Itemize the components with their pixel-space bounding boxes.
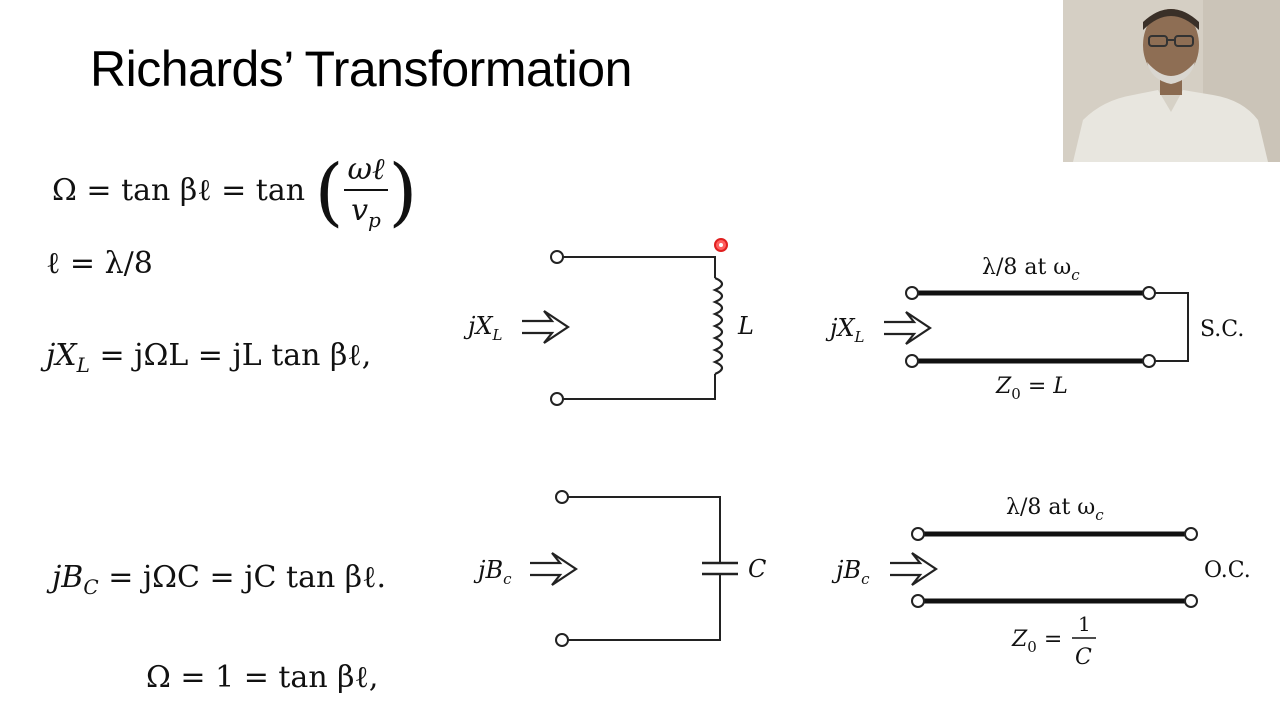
terminal-node [550,250,564,264]
inductor-eq-rhs: = jΩL = jL tan βℓ, [89,338,372,373]
impedance-denominator: C [1075,645,1092,670]
capacitor-eq-sub: C [83,575,99,599]
stub1-input-label: jXL [825,314,865,346]
input-arrow [528,551,578,587]
stub2-length-label: λ/8 at ωc [1006,495,1104,524]
capacitor-equation: jBC = jΩC = jC tan βℓ. [52,560,386,599]
terminal-node [1142,286,1156,300]
short-circuit-label: S.C. [1200,317,1244,342]
terminal-node [555,633,569,647]
capacitor-eq-lhs: jB [52,560,84,595]
slide-title: Richards’ Transformation [90,41,632,97]
capacitor-label: C [748,555,766,583]
omega-fraction: ωℓ vp [343,152,389,232]
short-circuit-wire [1155,292,1189,362]
short-circuit-stub: λ/8 at ωc jXL S.C. Z0 = L [825,255,1244,403]
omega-numerator: ωℓ [347,152,385,187]
stub2-input-label: jBc [831,556,870,588]
open-circuit-label: O.C. [1204,558,1251,583]
terminal-node [1184,527,1198,541]
inductor-eq-lhs: jX [46,338,77,373]
presenter-webcam [1063,0,1280,162]
inductor-label: L [737,312,754,340]
unity-equation: Ω = 1 = tan βℓ, [146,660,379,695]
terminal-node [905,286,919,300]
inductor-circuit: jXL L [463,250,754,406]
omega-denominator: vp [351,193,381,232]
left-paren: ( [314,149,344,235]
input-arrow [520,309,570,345]
terminal-node [911,594,925,608]
terminal-node [550,392,564,406]
presenter-image [1063,0,1280,162]
terminal-node [555,490,569,504]
stub1-impedance-label: Z0 = L [995,374,1068,403]
stub1-length-label: λ/8 at ωc [982,255,1080,284]
capacitor-circuit: jBc C [473,490,766,647]
capacitor-input-label: jBc [473,556,512,588]
inductor-eq-sub: L [76,353,90,377]
length-equation: ℓ = λ/8 [46,246,153,281]
terminal-node [1184,594,1198,608]
terminal-node [1142,354,1156,368]
impedance-numerator: 1 [1078,612,1091,636]
input-arrow [882,310,932,346]
stub2-impedance-label: Z0 = [1011,627,1062,656]
inductor-equation: jXL = jΩL = jL tan βℓ, [46,338,371,377]
omega-equation: Ω = tan βℓ = tan (ωℓ vp) [52,152,417,232]
capacitor-eq-rhs: = jΩC = jC tan βℓ. [98,560,387,595]
open-circuit-stub: λ/8 at ωc jBc O.C. Z0 = 1 C [831,495,1251,670]
omega-den-sub: p [368,208,381,232]
input-arrow [888,551,938,587]
right-paren: ) [388,149,418,235]
terminal-node [905,354,919,368]
omega-lhs: Ω = tan βℓ = tan [52,173,306,208]
inductor-coil [712,276,724,376]
terminal-node [911,527,925,541]
inductor-input-label: jXL [463,312,503,344]
